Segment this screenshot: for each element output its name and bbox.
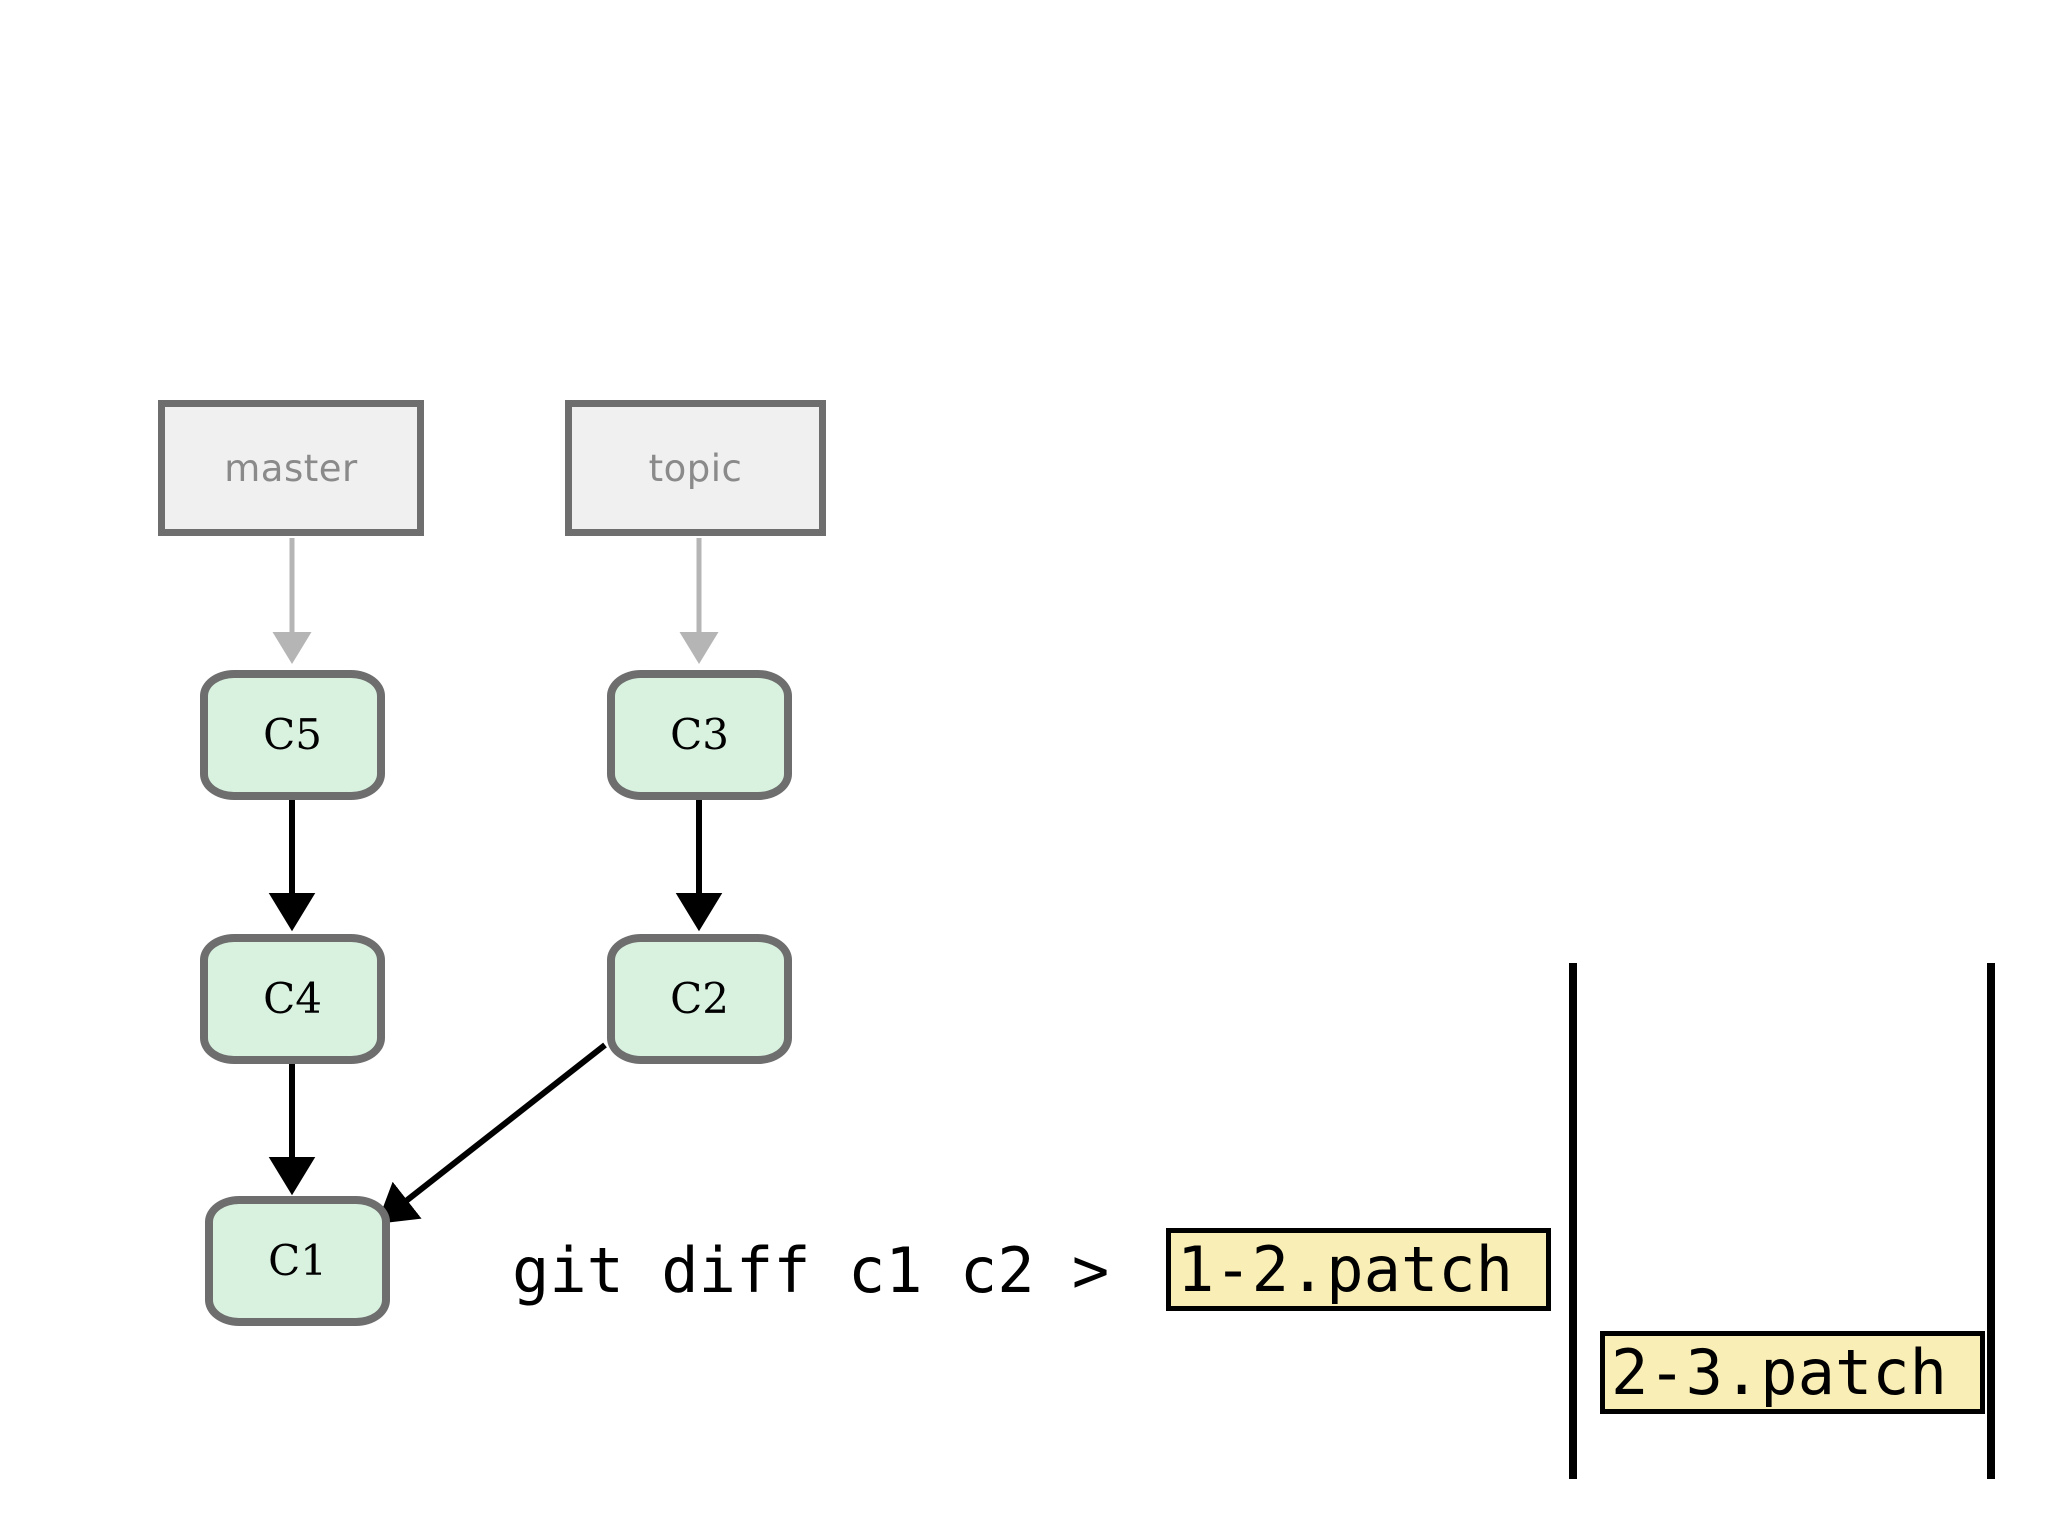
commit-node-c2-label: C2	[670, 974, 729, 1023]
commit-node-c1-label: C1	[268, 1236, 327, 1285]
branch-label-master[interactable]: master	[158, 400, 424, 536]
branch-label-master-text: master	[224, 446, 358, 490]
commit-node-c5[interactable]: C5	[200, 670, 385, 800]
branch-label-topic-text: topic	[648, 446, 743, 490]
patch-file-1-2[interactable]: 1-2.patch	[1166, 1228, 1551, 1311]
commit-node-c4-label: C4	[263, 974, 322, 1023]
branch-label-topic[interactable]: topic	[565, 400, 826, 536]
commit-node-c3[interactable]: C3	[607, 670, 792, 800]
commit-node-c4[interactable]: C4	[200, 934, 385, 1064]
commit-node-c5-label: C5	[263, 710, 322, 759]
commit-node-c1[interactable]: C1	[205, 1196, 390, 1326]
edge-c2-to-c1	[376, 1042, 607, 1224]
patch-file-2-3[interactable]: 2-3.patch	[1600, 1331, 1985, 1414]
commit-node-c3-label: C3	[670, 710, 729, 759]
vertical-divider-right	[1987, 963, 1995, 1479]
vertical-divider-left	[1569, 963, 1577, 1479]
patch-file-2-3-label: 2-3.patch	[1611, 1335, 1947, 1409]
git-diff-command-text: git diff c1 c2 >	[512, 1234, 1110, 1307]
patch-file-1-2-label: 1-2.patch	[1177, 1232, 1513, 1306]
git-diff-command: git diff c1 c2 >	[512, 1240, 1109, 1302]
commit-node-c2[interactable]: C2	[607, 934, 792, 1064]
